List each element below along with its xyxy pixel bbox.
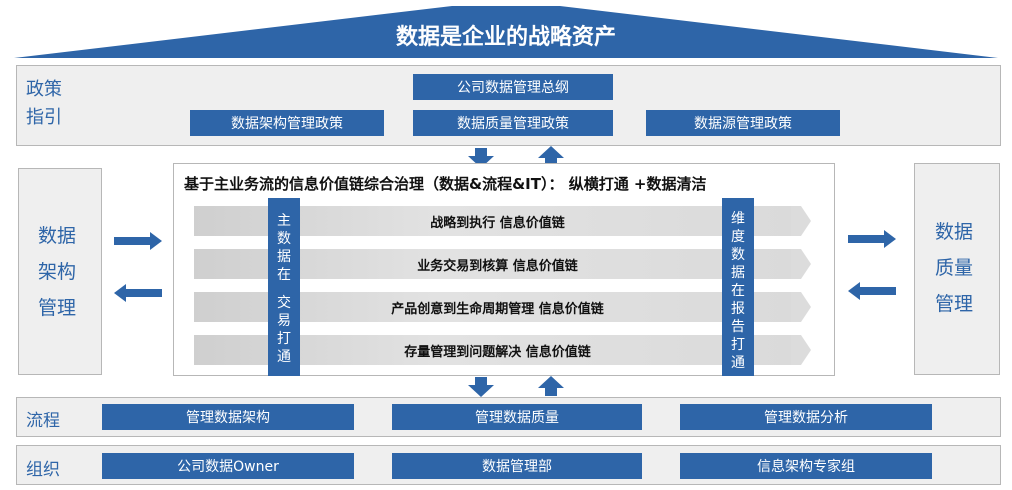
arrow-up-icon [538,376,564,396]
banner-title: 数据是企业的战略资产 [395,25,616,50]
column-char: 打 [731,337,745,353]
column-char: 打 [277,331,291,347]
process-label: 流程 [26,411,60,431]
vertical-integration-column: 维 度 数 据 在 报 告 打 通 [722,198,754,376]
banner-roof-shape [14,6,998,58]
column-char: 通 [731,355,745,371]
organization-label: 组织 [26,460,60,480]
policy-item-architecture: 数据架构管理政策 [190,110,384,136]
column-char: 报 [731,301,745,317]
chevron-right-icon [791,206,811,236]
column-char: 在 [731,283,745,299]
policy-label: 政策 指引 [26,76,62,132]
data-architecture-panel [18,168,102,375]
data-quality-label: 数据 质量 管理 [935,214,973,322]
process-item-architecture: 管理数据架构 [102,404,354,430]
policy-label-line1: 政策 [26,79,62,100]
arrow-left-icon [114,284,162,302]
arrow-up-icon [538,146,564,166]
column-char: 告 [731,319,745,335]
column-char: 数 [277,231,291,247]
value-chain-panel: 基于主业务流的信息价值链综合治理（数据&流程&IT）： 纵横打通 +数据清洁 战… [173,163,835,376]
column-char: 主 [277,213,291,229]
organization-item-department: 数据管理部 [392,453,642,479]
column-char: 维 [731,211,745,227]
column-char: 据 [731,265,745,281]
column-char: 在 [277,267,291,283]
arrow-right-icon [114,232,162,250]
policy-top-item: 公司数据管理总纲 [413,74,613,100]
arrow-down-icon [468,377,494,397]
data-architecture-line2: 架构 [38,261,77,283]
data-quality-line1: 数据 [935,221,974,243]
chevron-right-icon [791,335,811,365]
process-item-quality: 管理数据质量 [392,404,642,430]
data-architecture-line1: 数据 [38,225,77,247]
organization-item-owner: 公司数据Owner [102,453,354,479]
column-char: 易 [277,313,291,329]
column-char: 据 [277,249,291,265]
column-char: 数 [731,247,745,263]
data-quality-line2: 质量 [935,257,974,279]
data-quality-panel [914,163,1000,375]
data-architecture-label: 数据 架构 管理 [38,218,76,326]
organization-item-expert-group: 信息架构专家组 [680,453,932,479]
value-chain-headline: 基于主业务流的信息价值链综合治理（数据&流程&IT）： 纵横打通 +数据清洁 [184,175,707,193]
horizontal-integration-column: 主 数 据 在 交 易 打 通 [268,198,300,376]
policy-item-quality: 数据质量管理政策 [413,110,613,136]
column-char: 交 [277,295,291,311]
chevron-right-icon [791,292,811,322]
data-architecture-line3: 管理 [38,297,77,319]
arrow-down-icon [468,148,494,168]
chevron-right-icon [791,249,811,279]
arrow-right-icon [848,230,896,248]
arrow-left-icon [848,282,896,300]
data-quality-line3: 管理 [935,293,974,315]
policy-label-line2: 指引 [26,107,62,128]
policy-item-source: 数据源管理政策 [646,110,840,136]
column-char: 通 [277,349,291,365]
column-char: 度 [731,229,745,245]
process-item-analysis: 管理数据分析 [680,404,932,430]
